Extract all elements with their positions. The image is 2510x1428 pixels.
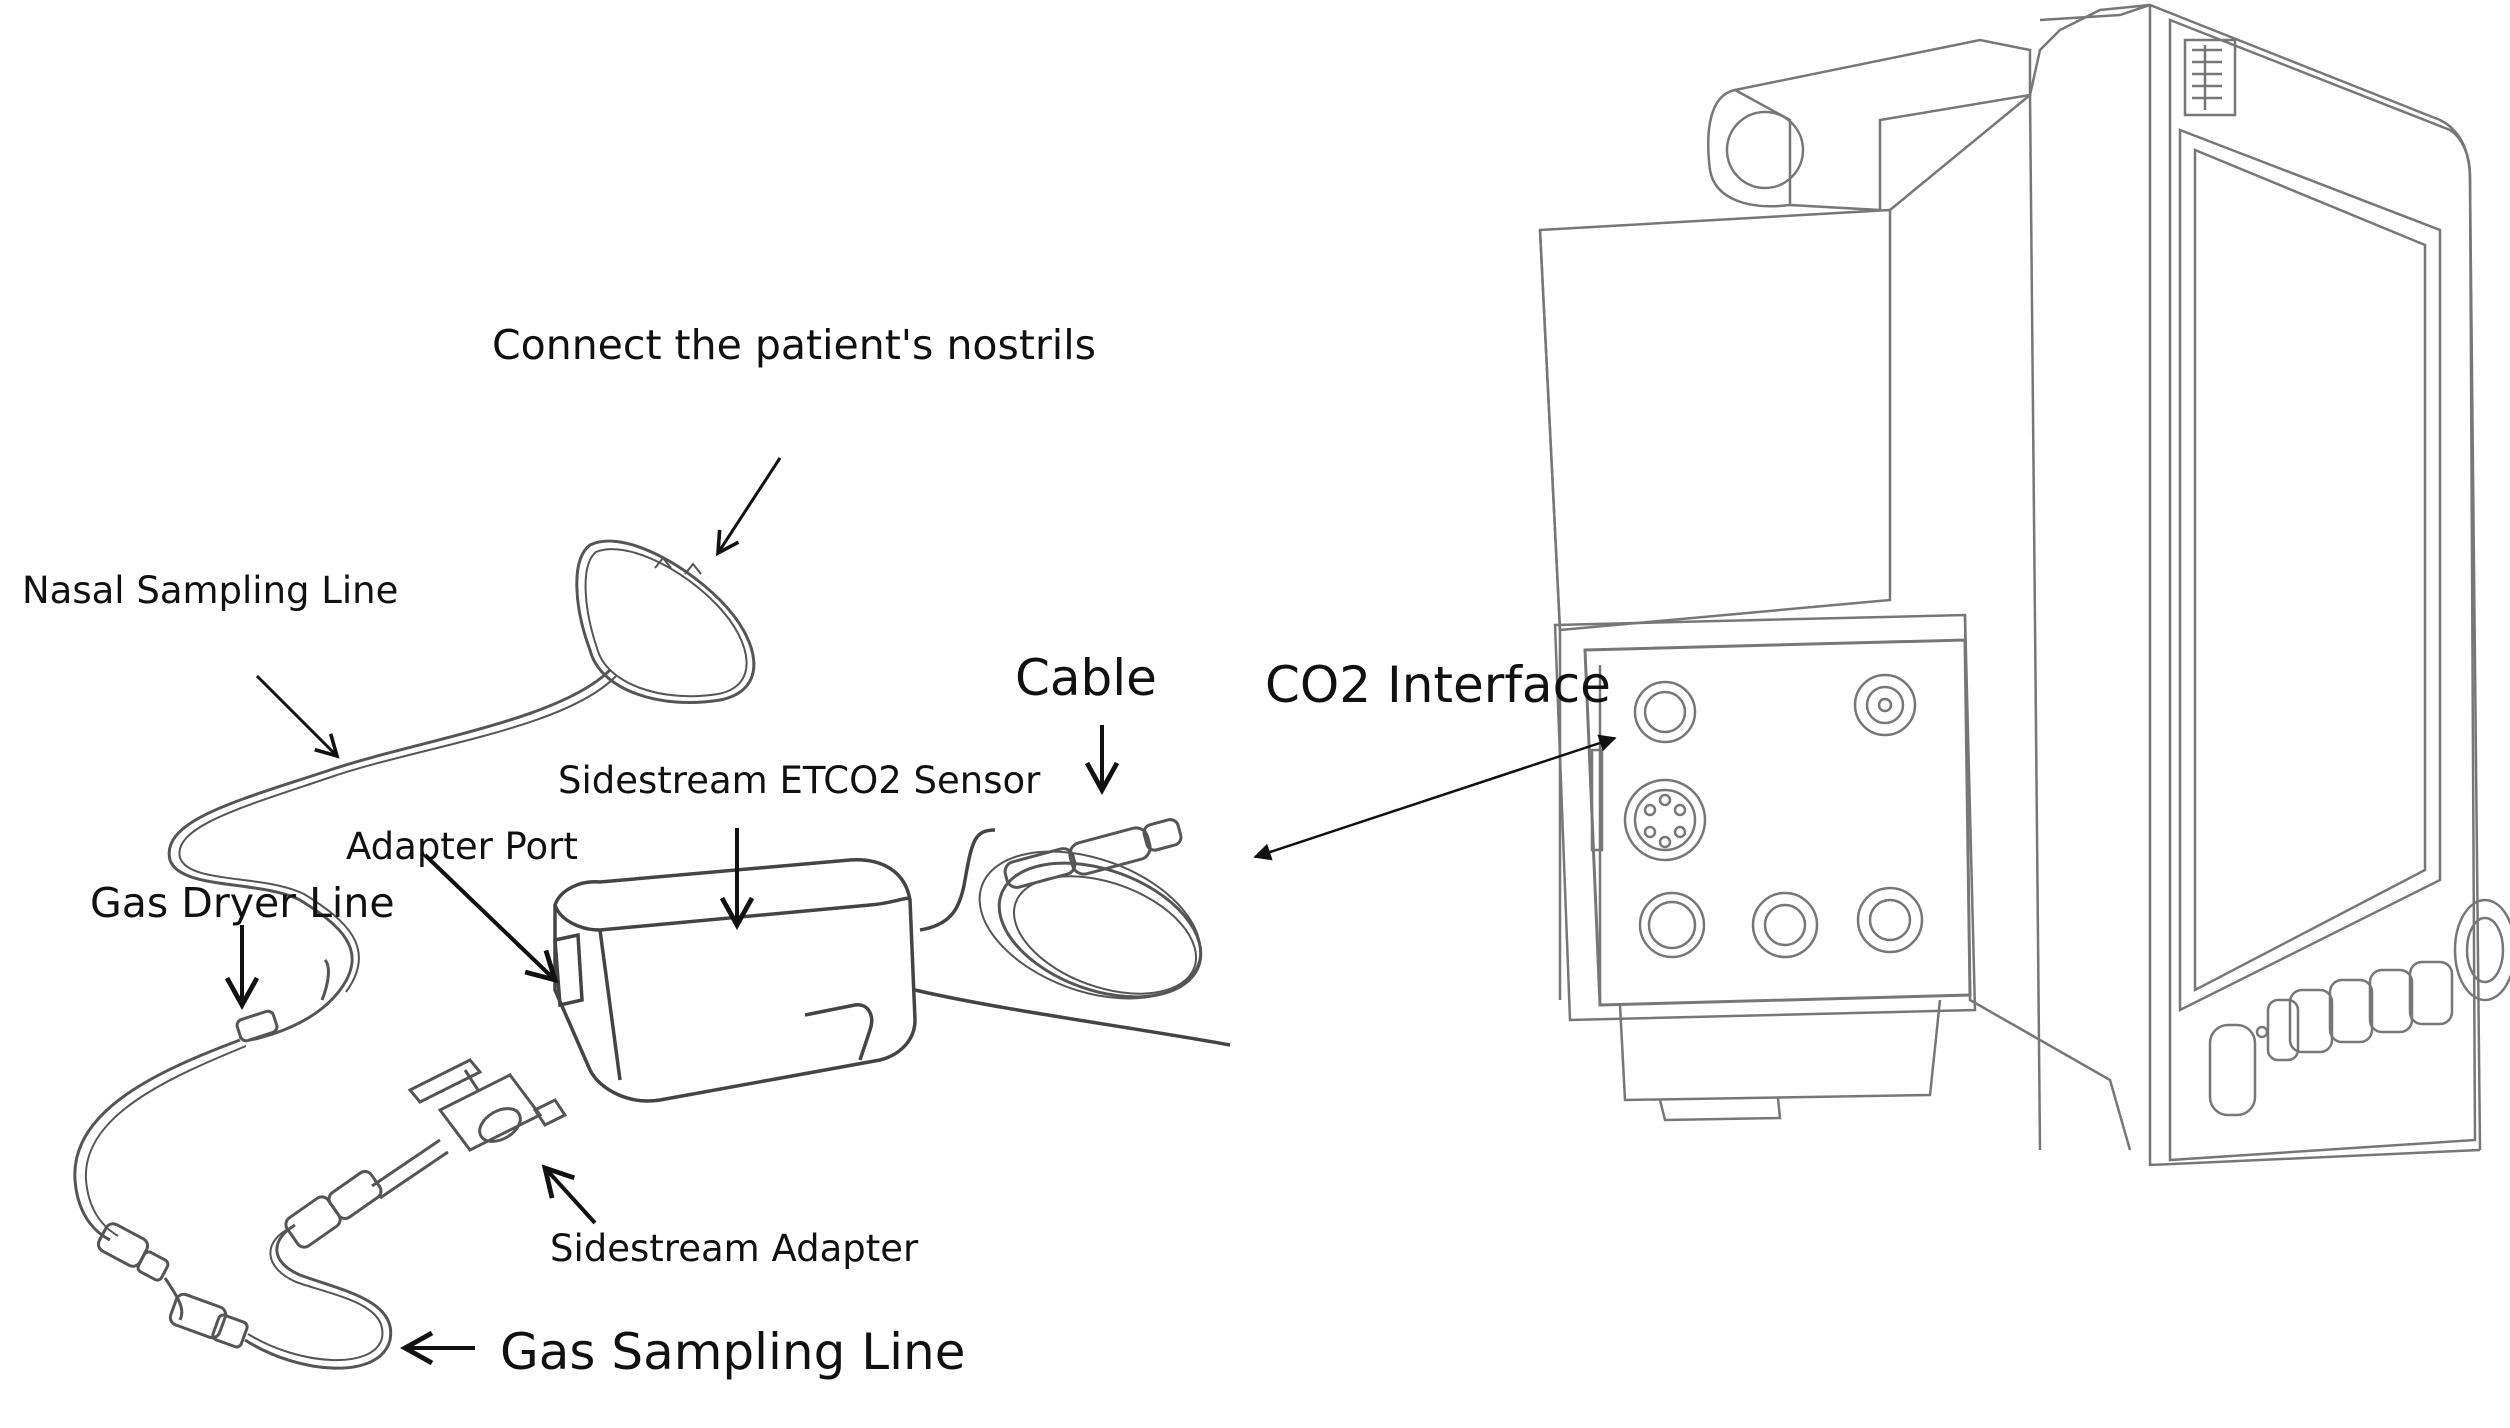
nostrils-arrow: [715, 457, 782, 557]
label-sidestream-sensor: Sidestream ETCO2 Sensor: [558, 759, 1041, 802]
co2-interface-arrow: [1253, 734, 1617, 861]
label-nostrils: Connect the patient's nostrils: [492, 321, 1096, 369]
label-gas-sampling-line: Gas Sampling Line: [500, 1323, 966, 1381]
label-nasal-sampling-line: Nasal Sampling Line: [22, 569, 399, 612]
adapter-port-arrow: [423, 853, 559, 984]
label-adapter-port: Adapter Port: [346, 825, 578, 868]
label-cable: Cable: [1015, 649, 1157, 707]
patient-monitor: [1538, 3, 2510, 1167]
nasal-cannula: [167, 539, 756, 1042]
sampling-tubing: [73, 958, 449, 1370]
label-gas-dryer-line: Gas Dryer Line: [90, 879, 395, 927]
annotation-arrows: [224, 457, 1617, 1366]
sidestream-adapter: [407, 1058, 568, 1152]
adapter-arrow: [541, 1164, 597, 1225]
label-sidestream-adapter: Sidestream Adapter: [550, 1227, 919, 1270]
label-co2-interface: CO2 Interface: [1265, 656, 1611, 714]
nasal-line-arrow: [255, 674, 340, 759]
cable-coil: [978, 818, 1203, 1000]
